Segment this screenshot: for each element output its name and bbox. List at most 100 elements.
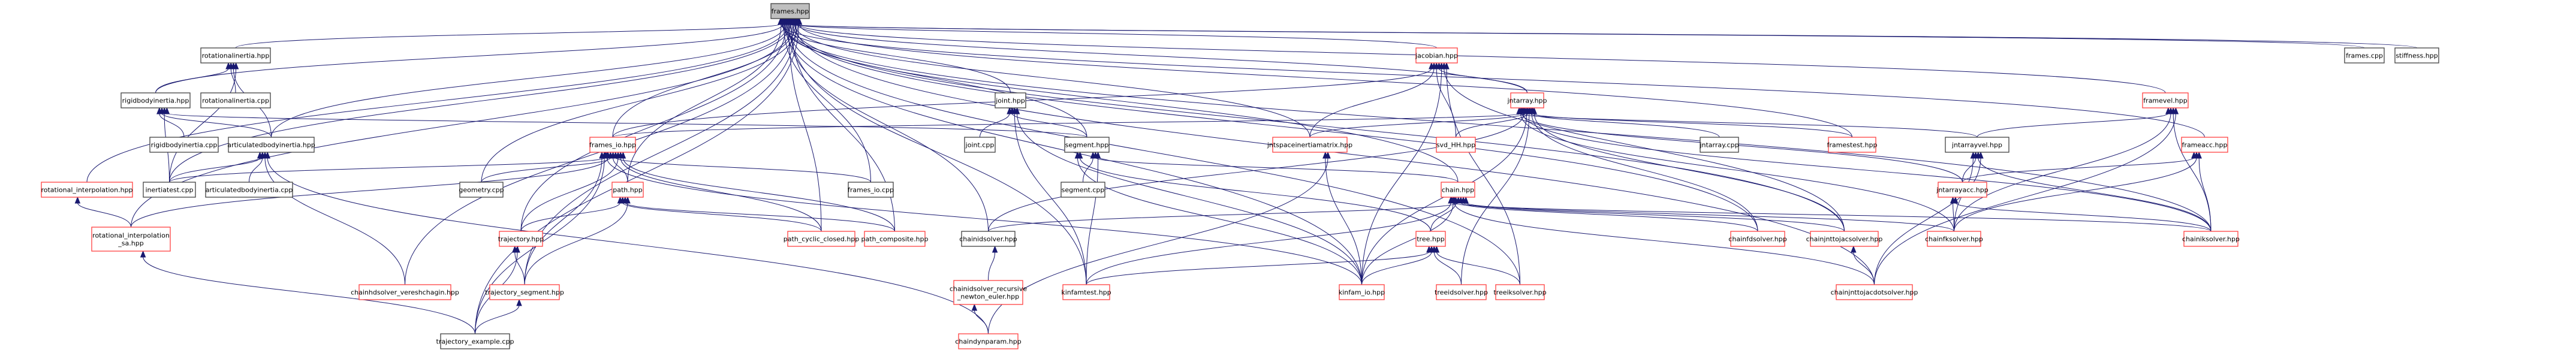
file-node-kinfam-io-hpp[interactable]: kinfam_io.hpp: [1339, 284, 1385, 300]
file-node-articulatedbodyinertia-hpp[interactable]: articulatedbodyinertia.hpp: [227, 137, 315, 153]
file-node-chainjnttojacdotsolver-hpp[interactable]: chainjnttojacdotsolver.hpp: [1831, 284, 1918, 300]
node-box: [589, 137, 636, 153]
edge-line: [524, 202, 628, 285]
node-box: [91, 227, 171, 252]
arrowhead: [794, 17, 801, 25]
file-node-frameacc-hpp[interactable]: frameacc.hpp: [2181, 137, 2228, 153]
file-node-svd-HH-hpp[interactable]: svd_HH.hpp: [1436, 137, 1476, 153]
edge-line: [1954, 157, 2197, 232]
edge-line: [788, 23, 2417, 49]
file-node-jntarrayvel-hpp[interactable]: jntarrayvel.hpp: [1945, 137, 2009, 153]
edge-line: [1533, 113, 1845, 232]
node-label: trajectory_example.cpp: [436, 338, 514, 346]
file-node-frames-io-cpp[interactable]: frames_io.cpp: [848, 182, 894, 198]
dependency-edge: [524, 17, 799, 285]
node-box: [440, 333, 510, 349]
file-node-joint-hpp[interactable]: joint.hpp: [995, 92, 1026, 108]
edge-line: [1361, 202, 1454, 285]
file-node-chainfksolver-hpp[interactable]: chainfksolver.hpp: [1925, 231, 1983, 247]
file-node-stiffness-hpp[interactable]: stiffness.hpp: [2394, 47, 2439, 64]
edge-line: [514, 251, 525, 285]
edge-line: [1309, 113, 1526, 138]
file-node-chainjnttojacsolver-hpp[interactable]: chainjnttojacsolver.hpp: [1806, 231, 1883, 247]
file-node-geometry-cpp[interactable]: geometry.cpp: [459, 182, 504, 198]
edge-line: [625, 202, 895, 232]
file-node-chainfdsolver-hpp[interactable]: chainfdsolver.hpp: [1728, 231, 1787, 247]
file-node-frames-cpp[interactable]: frames.cpp: [2344, 47, 2385, 64]
file-node-trajectory-example-cpp[interactable]: trajectory_example.cpp: [436, 333, 514, 349]
file-node-trajectory-hpp[interactable]: trajectory.hpp: [498, 231, 544, 247]
file-node-chainidsolver-rne-hpp[interactable]: chainidsolver_recursive_newton_euler.hpp: [950, 280, 1028, 305]
file-node-framestest-hpp[interactable]: framestest.hpp: [1827, 137, 1878, 153]
file-node-rotational-interpolation-sa-hpp[interactable]: rotational_interpolation_sa.hpp: [91, 227, 171, 252]
dependency-edge: [475, 298, 522, 334]
edge-line: [481, 157, 611, 183]
file-node-segment-hpp[interactable]: segment.hpp: [1064, 137, 1110, 153]
dependency-edge: [2196, 151, 2212, 232]
arrowhead: [1325, 151, 1331, 159]
dependency-edge: [1953, 196, 2212, 232]
edge-line: [1532, 113, 1852, 138]
node-box: [1441, 182, 1475, 198]
node-label: joint.hpp: [995, 97, 1025, 105]
file-node-frames-io-hpp[interactable]: frames_io.hpp: [589, 137, 636, 153]
file-node-inertiatest-cpp[interactable]: inertiatest.cpp: [143, 182, 196, 198]
file-node-rotationalinertia-hpp[interactable]: rotationalinertia.hpp: [200, 47, 271, 64]
file-node-path-hpp[interactable]: path.hpp: [611, 182, 644, 198]
dependency-edge: [1516, 107, 1978, 138]
node-box: [489, 284, 560, 300]
file-node-segment-cpp[interactable]: segment.cpp: [1060, 182, 1105, 198]
dependency-edge: [249, 151, 266, 183]
node-label: chain.hpp: [1442, 186, 1474, 194]
file-node-tree-hpp[interactable]: tree.hpp: [1415, 231, 1446, 247]
file-node-jntarray-hpp[interactable]: jntarray.hpp: [1507, 92, 1547, 108]
file-node-jntarrayacc-hpp[interactable]: jntarrayacc.hpp: [1936, 182, 1989, 198]
node-label: _sa.hpp: [117, 240, 143, 248]
arrowhead: [74, 196, 81, 204]
file-node-treeidsolver-hpp[interactable]: treeidsolver.hpp: [1435, 284, 1488, 300]
node-label: articulatedbodyinertia.hpp: [227, 141, 315, 149]
file-node-rigidbodyinertia-cpp[interactable]: rigidbodyinertia.cpp: [149, 137, 219, 153]
file-node-treeiksolver-hpp[interactable]: treeiksolver.hpp: [1493, 284, 1547, 300]
file-node-joint-cpp[interactable]: joint.cpp: [964, 137, 996, 153]
edge-line: [1017, 113, 1362, 285]
file-node-jntarray-cpp[interactable]: jntarray.cpp: [1699, 137, 1739, 153]
node-box: [200, 92, 271, 108]
file-node-chainiksolver-hpp[interactable]: chainiksolver.hpp: [2182, 231, 2240, 247]
edge-line: [784, 23, 1087, 138]
file-node-trajectory-segment-hpp[interactable]: trajectory_segment.hpp: [485, 284, 564, 300]
file-node-chainhdsolver-vereshchagin-hpp[interactable]: chainhdsolver_vereshchagin.hpp: [351, 284, 459, 300]
file-node-rotational-interpolation-hpp[interactable]: rotational_interpolation.hpp: [41, 182, 133, 198]
edge-line: [1962, 157, 2195, 183]
arrowhead: [971, 303, 978, 311]
file-node-frames-hpp[interactable]: frames.hpp: [770, 3, 810, 19]
dependency-edge: [1086, 245, 1432, 285]
file-node-framevel-hpp[interactable]: framevel.hpp: [2142, 92, 2189, 108]
file-node-jacobian-hpp[interactable]: jacobian.hpp: [1415, 47, 1458, 64]
node-label: chainjnttojacsolver.hpp: [1806, 236, 1883, 243]
file-node-jntspaceinertiamatrix-hpp[interactable]: jntspaceinertiamatrix.hpp: [1267, 137, 1352, 153]
node-box: [205, 182, 293, 198]
file-node-rotationalinertia-cpp[interactable]: rotationalinertia.cpp: [200, 92, 271, 108]
file-node-rigidbodyinertia-hpp[interactable]: rigidbodyinertia.hpp: [120, 92, 191, 108]
dependency-edge: [780, 17, 2212, 232]
dependency-edge: [1517, 107, 1954, 232]
node-box: [1062, 284, 1110, 300]
file-node-articulatedbodyinertia-cpp[interactable]: articulatedbodyinertia.cpp: [205, 182, 293, 198]
node-label: path_composite.hpp: [861, 236, 928, 243]
edge-line: [1521, 113, 1963, 183]
file-node-chaindynparam-hpp[interactable]: chaindynparam.hpp: [955, 333, 1022, 349]
dependency-edge: [1441, 62, 1845, 232]
file-node-path-composite-hpp[interactable]: path_composite.hpp: [861, 231, 929, 247]
edge-line: [86, 23, 788, 183]
dependency-edge: [785, 17, 2417, 49]
edge-line: [974, 309, 989, 334]
file-node-chain-hpp[interactable]: chain.hpp: [1441, 182, 1475, 198]
file-node-kinfamtest-hpp[interactable]: kinfamtest.hpp: [1061, 284, 1111, 300]
file-node-path-cyclic-closed-hpp[interactable]: path_cyclic_closed.hpp: [784, 231, 860, 247]
arrowhead: [625, 196, 631, 204]
arrowhead: [1851, 245, 1857, 253]
edge-line: [797, 23, 2166, 93]
node-box: [358, 284, 451, 300]
file-node-chainidsolver-hpp[interactable]: chainidsolver.hpp: [959, 231, 1017, 247]
